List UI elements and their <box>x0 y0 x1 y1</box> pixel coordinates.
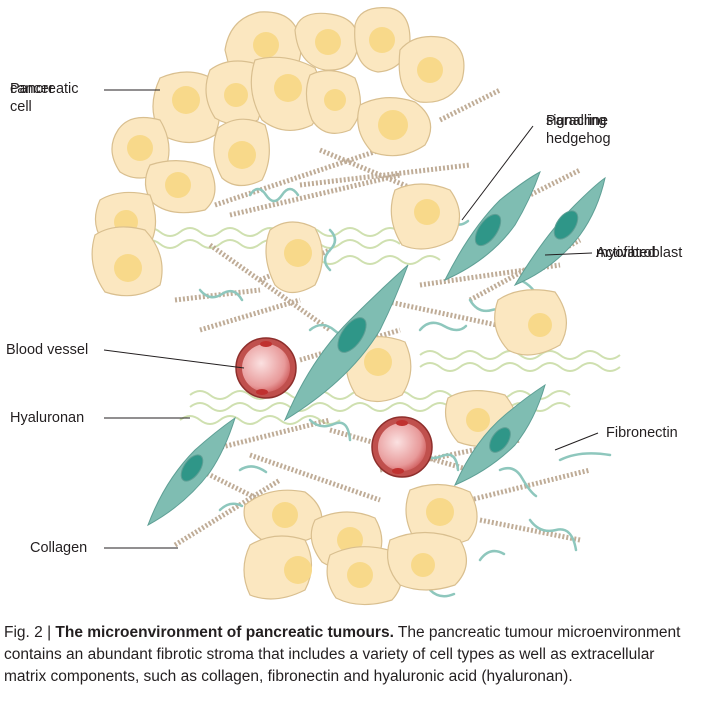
blood-vessel <box>235 337 297 399</box>
tumour-microenvironment-illustration <box>91 7 621 606</box>
myofibroblast <box>283 264 409 422</box>
cancer-cell <box>387 531 467 591</box>
blood-vessels <box>235 337 433 478</box>
cancer-cell <box>243 535 313 600</box>
myofibroblast <box>147 416 236 527</box>
cancer-cell <box>111 117 170 179</box>
cancer-cell <box>390 183 461 250</box>
label-hyaluronan: Hyaluronan <box>10 410 85 426</box>
label-blood-vessel: Blood vessel <box>6 342 89 358</box>
myofibroblast <box>443 170 541 282</box>
cancer-cell <box>205 60 265 126</box>
blood-vessel <box>371 416 433 478</box>
figure-caption: Fig. 2 | The microenvironment of pancrea… <box>4 622 698 688</box>
label-line: Paracrine hedgehog <box>546 113 611 147</box>
leader-lines <box>103 89 599 549</box>
cancer-cell <box>144 160 216 214</box>
cancer-cell <box>294 12 359 71</box>
cancer-cell <box>398 35 465 103</box>
label-fibronectin: Fibronectin <box>606 425 678 441</box>
label-line: signalling <box>546 113 607 129</box>
myofibroblast <box>454 383 546 486</box>
label-collagen: Collagen <box>30 540 88 556</box>
cancer-cell <box>354 7 411 73</box>
cancer-cell <box>250 56 323 131</box>
cancer-cell <box>357 97 432 157</box>
cancer-cell <box>91 226 163 297</box>
cancer-cell <box>494 289 567 356</box>
cancer-cell <box>405 483 478 547</box>
label-line: Pancreatic <box>10 81 79 97</box>
figure-title: The microenvironment of pancreatic tumou… <box>55 624 394 641</box>
myofibroblasts <box>147 170 606 527</box>
cancer-cell <box>326 546 403 606</box>
cancer-cell <box>305 70 361 134</box>
caption-body: The pancreatic tumour microenvironment c… <box>4 624 681 685</box>
cancer-cell <box>265 221 324 294</box>
figure-number: Fig. 2 | <box>4 624 56 641</box>
cancer-cells-bottom <box>243 483 478 606</box>
label-line: Activated <box>596 245 656 261</box>
label-line: cancer cell <box>10 81 54 115</box>
label-line: myofibroblast <box>596 245 683 261</box>
cancer-cell <box>243 489 323 545</box>
myofibroblast <box>513 176 606 287</box>
cancer-cell <box>213 118 270 187</box>
cancer-cells-top <box>91 7 567 448</box>
